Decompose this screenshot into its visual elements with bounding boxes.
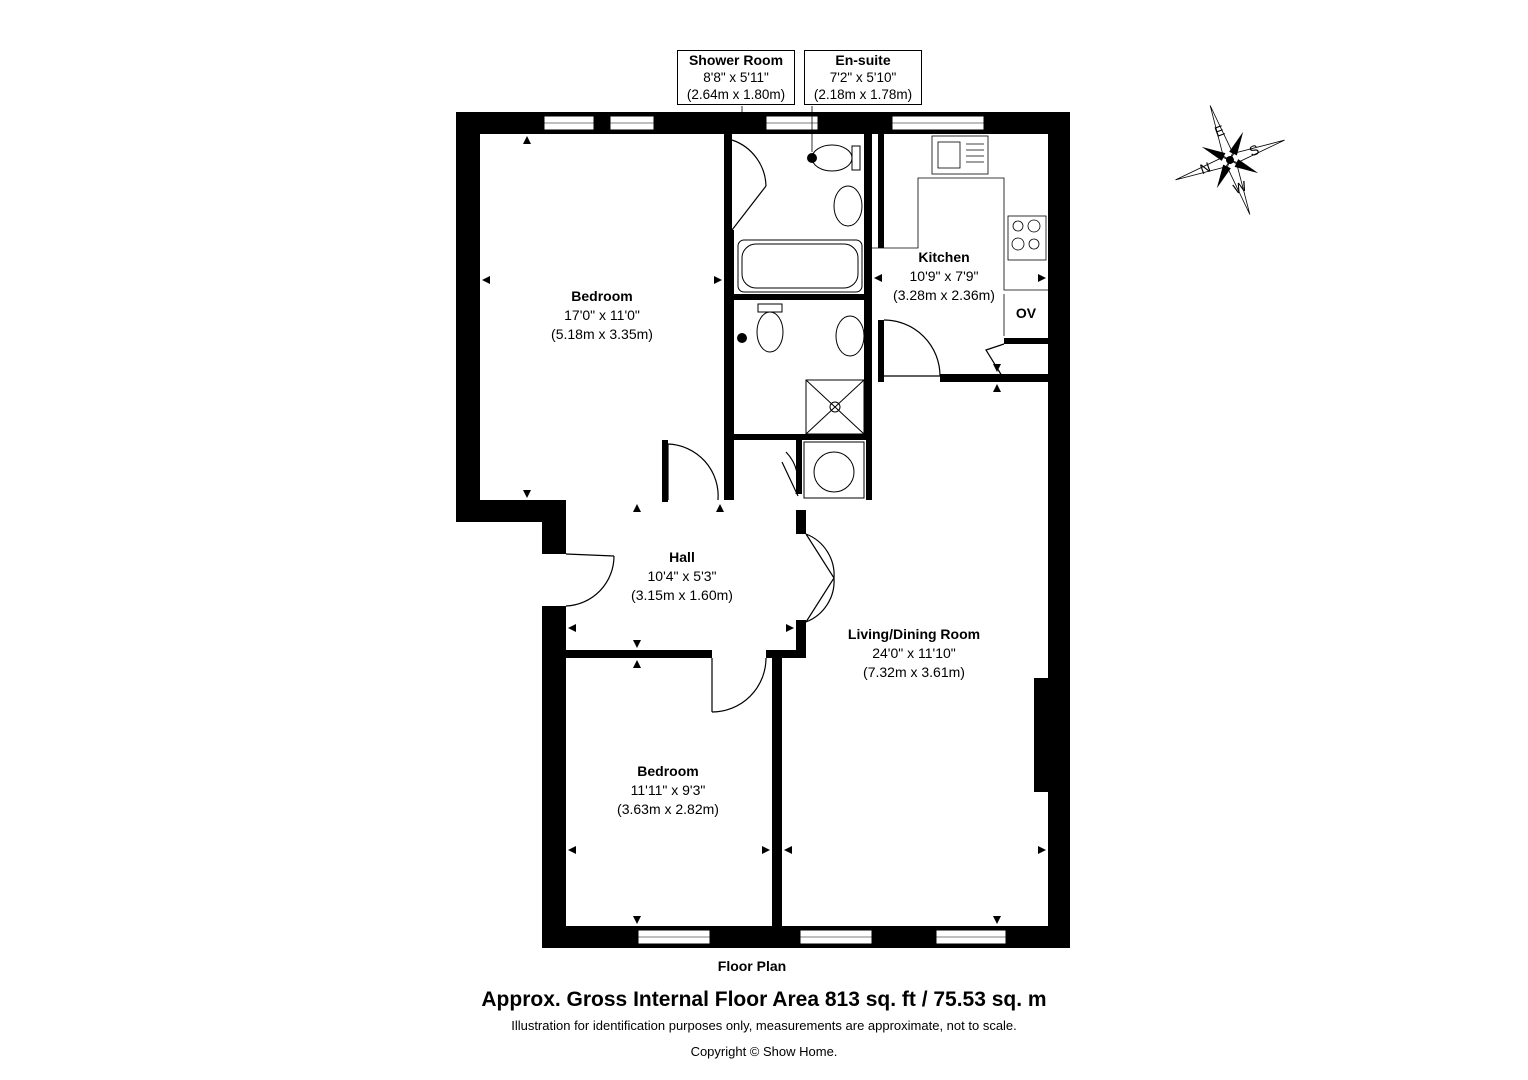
toilet-icon [811, 144, 853, 172]
svg-text:Hall: Hall [669, 549, 695, 565]
kitchen-units [872, 135, 1048, 336]
callout-shower-room-imperial: 8'8" x 5'11" [703, 70, 769, 85]
room-label-kitchen: Kitchen 10'9" x 7'9" (3.28m x 2.36m) [893, 249, 995, 303]
room-label-bedroom-2: Bedroom 11'11" x 9'3" (3.63m x 2.82m) [617, 763, 719, 817]
floor-area-title: Approx. Gross Internal Floor Area 813 sq… [481, 988, 1047, 1011]
callout-shower-room-metric: (2.64m x 1.80m) [686, 87, 786, 102]
disclaimer-text: Illustration for identification purposes… [511, 1018, 1017, 1033]
basin-icon [833, 185, 863, 227]
callout-shower-room: Shower Room 8'8" x 5'11" (2.64m x 1.80m) [677, 50, 795, 105]
room-label-living-dining: Living/Dining Room 24'0" x 11'10" (7.32m… [848, 626, 980, 680]
svg-text:Kitchen: Kitchen [918, 249, 969, 265]
compass-west: W [1231, 177, 1250, 197]
shower-tray-icon [805, 379, 865, 435]
svg-text:10'4" x 5'3": 10'4" x 5'3" [648, 568, 717, 584]
svg-text:17'0" x 11'0": 17'0" x 11'0" [564, 307, 640, 323]
svg-text:Bedroom: Bedroom [637, 763, 698, 779]
svg-text:(3.28m x 2.36m): (3.28m x 2.36m) [893, 287, 995, 303]
callout-en-suite-imperial: 7'2" x 5'10" [829, 70, 897, 85]
soil-pipe-icon [807, 153, 817, 163]
svg-text:11'11" x 9'3": 11'11" x 9'3" [631, 782, 706, 798]
soil-pipe-icon [737, 333, 747, 343]
floor-plan-caption: Floor Plan [717, 958, 787, 974]
svg-text:Living/Dining Room: Living/Dining Room [848, 626, 980, 642]
svg-text:(5.18m x 3.35m): (5.18m x 3.35m) [551, 326, 653, 342]
svg-text:(7.32m x 3.61m): (7.32m x 3.61m) [863, 664, 965, 680]
dimension-arrows [482, 136, 1046, 924]
svg-text:24'0" x 11'10": 24'0" x 11'10" [872, 645, 956, 661]
bathroom-fixtures [737, 144, 865, 499]
bath-icon [737, 239, 863, 293]
svg-text:10'9" x 7'9": 10'9" x 7'9" [910, 268, 979, 284]
oven-label: OV [1016, 305, 1037, 321]
room-label-hall: Hall 10'4" x 5'3" (3.15m x 1.60m) [631, 549, 733, 603]
sink-icon [931, 135, 989, 175]
svg-text:(3.15m x 1.60m): (3.15m x 1.60m) [631, 587, 733, 603]
room-label-bedroom-1: Bedroom 17'0" x 11'0" (5.18m x 3.35m) [551, 288, 653, 342]
callout-en-suite-metric: (2.18m x 1.78m) [813, 87, 913, 102]
compass-north: N [1198, 159, 1213, 177]
walls [456, 112, 1070, 948]
cylinder-cupboard-icon [803, 441, 865, 499]
callout-shower-room-name: Shower Room [688, 52, 784, 68]
toilet-icon [756, 311, 784, 353]
door-swings [565, 139, 1005, 713]
compass-rose-icon: E S W N [1175, 105, 1285, 215]
compass-east: E [1212, 122, 1226, 140]
copyright-text: Copyright © Show Home. [690, 1044, 838, 1059]
svg-text:(3.63m x 2.82m): (3.63m x 2.82m) [617, 801, 719, 817]
callout-en-suite-name: En-suite [835, 52, 891, 68]
svg-text:Bedroom: Bedroom [571, 288, 632, 304]
callout-en-suite: En-suite 7'2" x 5'10" (2.18m x 1.78m) [804, 50, 922, 105]
hob-icon [1007, 215, 1047, 261]
basin-icon [835, 315, 865, 357]
